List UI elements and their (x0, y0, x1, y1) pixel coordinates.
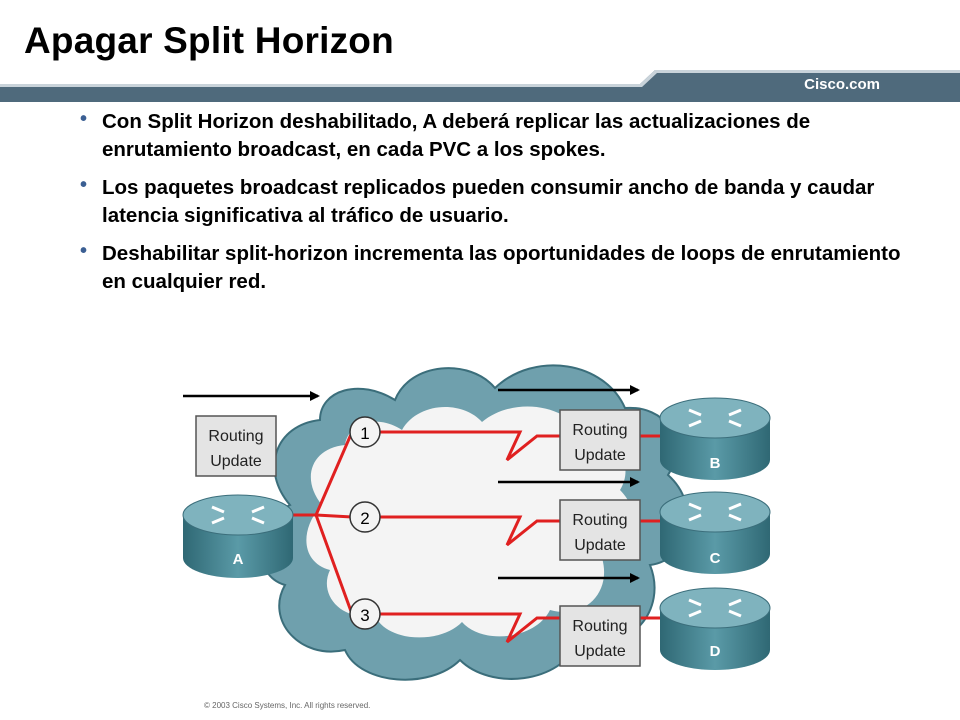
pvc-marker-3: 3 (349, 598, 381, 630)
routing-update-box-c: Routing Update (559, 499, 641, 561)
pvc-marker-1: 1 (349, 416, 381, 448)
bullet-dot-icon: • (80, 240, 88, 262)
router-b-icon: B (659, 397, 771, 480)
router-c-icon: C (659, 491, 771, 574)
svg-text:A: A (233, 551, 244, 568)
svg-text:Routing: Routing (208, 428, 263, 445)
svg-text:Routing: Routing (572, 422, 627, 439)
router-a-icon: A (182, 494, 294, 578)
svg-text:Update: Update (210, 453, 262, 470)
frame-relay-diagram: 1 2 3 Routing Update Routing Update Rout… (182, 364, 771, 681)
svg-text:B: B (710, 455, 721, 472)
copyright-notice: © 2003 Cisco Systems, Inc. All rights re… (204, 701, 371, 710)
bullet-item: • Con Split Horizon deshabilitado, A deb… (80, 108, 910, 164)
svg-text:3: 3 (360, 606, 369, 625)
routing-update-box-b: Routing Update (559, 409, 641, 471)
routing-update-box-hub: Routing Update (195, 415, 277, 477)
bullet-text: Con Split Horizon deshabilitado, A deber… (102, 110, 811, 161)
bullet-item: • Deshabilitar split-horizon incrementa … (80, 240, 910, 296)
bullet-dot-icon: • (80, 108, 88, 130)
bullet-item: • Los paquetes broadcast replicados pued… (80, 174, 910, 230)
brand-bar (0, 70, 960, 102)
update-arrows (183, 385, 640, 583)
bullet-list: • Con Split Horizon deshabilitado, A deb… (80, 108, 910, 306)
svg-text:Routing: Routing (572, 618, 627, 635)
router-d-icon: D (659, 587, 771, 670)
bullet-dot-icon: • (80, 174, 88, 196)
bullet-text: Deshabilitar split-horizon incrementa la… (102, 242, 901, 293)
svg-text:D: D (710, 643, 721, 660)
svg-text:Update: Update (574, 447, 626, 464)
svg-text:Routing: Routing (572, 512, 627, 529)
pvc-links (290, 430, 668, 644)
bullet-text: Los paquetes broadcast replicados pueden… (102, 176, 875, 227)
routing-update-box-d: Routing Update (559, 605, 641, 667)
pvc-marker-2: 2 (349, 501, 381, 533)
brand-label: Cisco.com (804, 76, 880, 93)
svg-text:Update: Update (574, 537, 626, 554)
svg-text:C: C (710, 550, 721, 567)
svg-text:2: 2 (360, 509, 369, 528)
svg-text:Update: Update (574, 643, 626, 660)
slide-title: Apagar Split Horizon (24, 20, 394, 61)
svg-text:1: 1 (360, 424, 369, 443)
